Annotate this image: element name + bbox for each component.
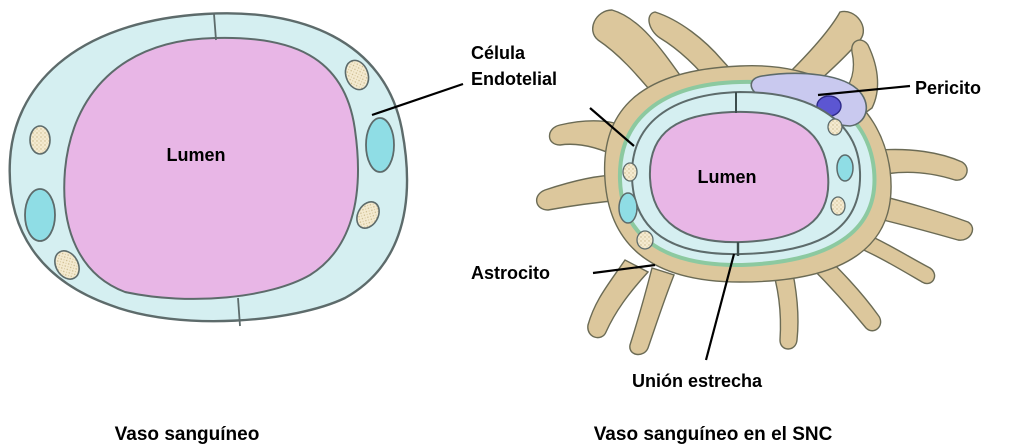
endothelial-nucleus	[619, 193, 637, 223]
tight-junction-label: Unión estrecha	[632, 371, 763, 391]
organelle	[30, 126, 50, 154]
organelle	[831, 197, 845, 215]
vessel-lumen	[64, 38, 358, 299]
organelle	[828, 119, 842, 135]
pericyte-label: Pericito	[915, 78, 981, 98]
endothelial-nucleus	[25, 189, 55, 241]
lumen-label-right: Lumen	[697, 167, 756, 187]
normal-blood-vessel: Lumen	[10, 13, 407, 326]
endothelial-cell-label-line1: Célula	[471, 43, 526, 63]
astrocyte-label: Astrocito	[471, 263, 550, 283]
organelle	[637, 231, 653, 249]
lumen-label-left: Lumen	[166, 145, 225, 165]
endothelial-cell-label-line2: Endotelial	[471, 69, 557, 89]
cns-blood-vessel: Lumen	[537, 10, 973, 354]
endothelial-nucleus	[837, 155, 853, 181]
organelle	[623, 163, 637, 181]
endothelial-nucleus	[366, 118, 394, 172]
caption-normal-vessel: Vaso sanguíneo	[115, 424, 260, 445]
caption-cns-vessel: Vaso sanguíneo en el SNC	[594, 424, 833, 445]
